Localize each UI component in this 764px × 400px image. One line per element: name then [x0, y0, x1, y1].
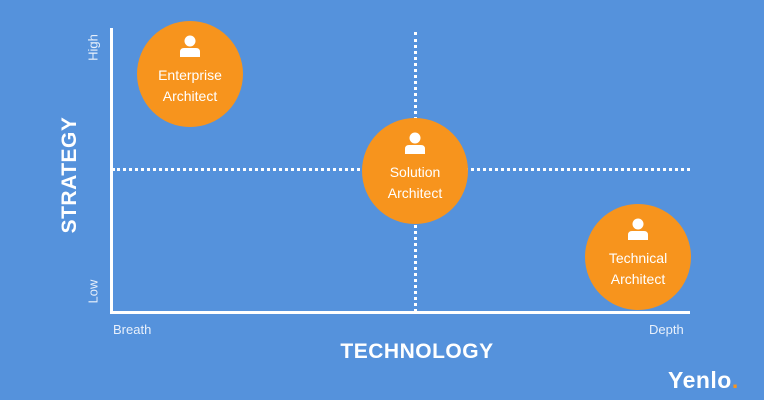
y-tick-low: Low: [85, 279, 101, 304]
x-axis-title: TECHNOLOGY: [340, 340, 494, 363]
node-solution-architect: Solution Architect: [362, 118, 468, 224]
yenlo-logo: Yenlo.: [668, 367, 739, 393]
person-icon: [180, 35, 200, 57]
node-technical-architect: Technical Architect: [585, 204, 691, 310]
node-enterprise-architect: Enterprise Architect: [137, 21, 243, 127]
person-icon: [628, 218, 648, 240]
y-axis-title: STRATEGY: [58, 116, 81, 234]
node-label: Solution Architect: [387, 164, 443, 201]
node-label: Enterprise Architect: [158, 67, 222, 104]
x-tick-breath: Breath: [113, 322, 152, 337]
y-axis-line: [110, 28, 113, 314]
y-tick-high: High: [85, 34, 101, 61]
x-tick-depth: Depth: [649, 322, 684, 337]
node-label: Technical Architect: [608, 250, 668, 287]
person-icon: [405, 132, 425, 154]
x-axis-line: [110, 311, 690, 314]
